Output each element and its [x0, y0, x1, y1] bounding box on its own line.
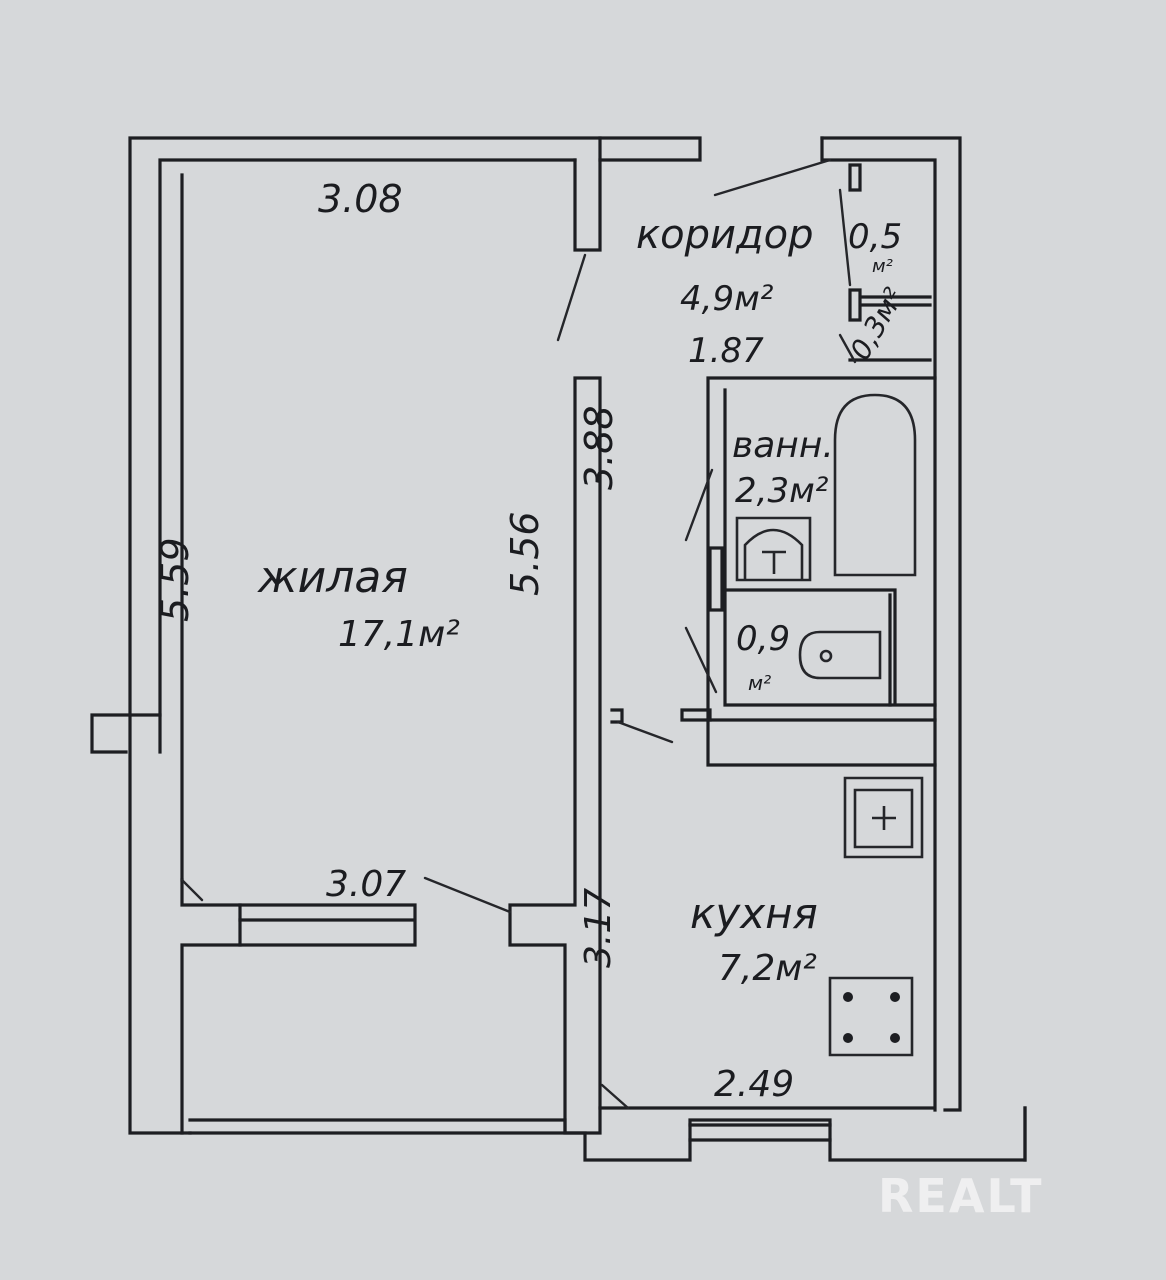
dim-kitchen-side: 3.17	[578, 888, 619, 968]
right-inner-wall	[598, 136, 937, 1112]
burner-icon	[890, 992, 900, 1002]
walls	[90, 136, 1027, 1162]
closet-a-area: 0,5	[848, 217, 902, 257]
dim-corridor-width: 1.87	[688, 331, 764, 371]
toilet-hole-icon	[819, 649, 833, 663]
bath-name: ванн.	[732, 425, 834, 466]
closet-a-unit: м²	[872, 256, 893, 277]
watermark-logo: REALT	[878, 1169, 1044, 1223]
closet-b-area: 0,3м²	[843, 282, 910, 365]
door-swings	[180, 158, 857, 1110]
door-swing-closet-b	[838, 333, 857, 364]
right-outer-wall	[820, 136, 1027, 1162]
tap-icon	[762, 550, 786, 574]
door-swing-closet-a	[838, 188, 852, 287]
bath-area: 2,3м²	[735, 471, 829, 511]
dim-living-right: 5.56	[503, 511, 547, 596]
kitchen-window	[688, 1123, 832, 1142]
fixtures	[735, 393, 924, 1057]
door-swing-kitchen	[616, 720, 674, 744]
middle-partition	[508, 376, 602, 1135]
door-swing-bath	[684, 468, 714, 542]
living-outer-wall	[128, 136, 602, 1135]
living-area: 17,1м²	[338, 614, 460, 655]
stove-icon	[828, 976, 914, 1057]
living-name: жилая	[257, 552, 408, 603]
dim-corridor-length: 3.88	[577, 405, 621, 490]
dim-kitchen-bottom: 2.49	[714, 1064, 794, 1105]
balcony-wall	[180, 878, 242, 1135]
burner-icon	[843, 1033, 853, 1043]
burner-icon	[890, 1033, 900, 1043]
sink-icon	[843, 776, 924, 859]
dim-living-left: 5.59	[153, 537, 197, 622]
door-swing-wc	[684, 626, 718, 694]
bottom-wall	[188, 1106, 1027, 1162]
top-partition	[573, 136, 702, 252]
dim-living-top: 3.08	[318, 177, 403, 221]
wc-unit: м²	[748, 671, 771, 695]
labels: 3.08 коридор 0,5 м² 4,9м² 1.87 0,3м² 3.8…	[153, 177, 911, 1105]
toilet-icon	[798, 630, 882, 680]
kitchen-name: кухня	[690, 889, 818, 938]
closet-walls	[848, 163, 932, 362]
washbasin-icon	[735, 516, 812, 582]
wet-block	[706, 376, 937, 767]
door-stub-left	[610, 546, 724, 724]
door-swing-balcony-b	[180, 878, 204, 902]
corridor-area: 4,9м²	[680, 279, 774, 319]
burner-icon	[843, 992, 853, 1002]
dim-living-bottom: 3.07	[326, 864, 406, 905]
door-swing-balcony	[423, 876, 512, 914]
bathtub-icon	[833, 393, 917, 577]
balcony-rail	[238, 903, 417, 947]
living-inner-wall	[90, 158, 577, 754]
door-swing-kitchen-b	[600, 1083, 630, 1110]
corridor-name: коридор	[636, 212, 814, 258]
door-swing-entry	[713, 158, 832, 197]
kitchen-area: 7,2м²	[718, 948, 817, 989]
wc-area: 0,9	[736, 619, 790, 659]
door-swing-living	[556, 253, 587, 342]
